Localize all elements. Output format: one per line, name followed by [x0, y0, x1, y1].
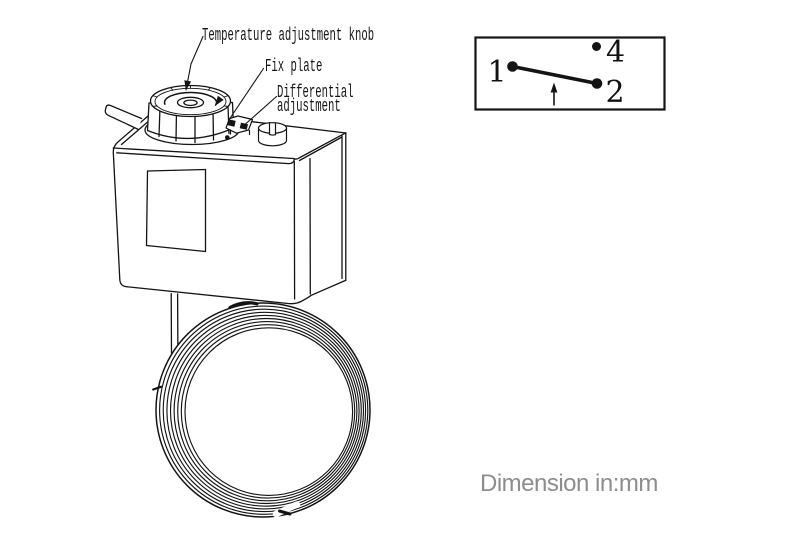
- differential-adjustment-label: Differential adjustment: [276, 83, 353, 117]
- actuation-arrow-head: [550, 82, 558, 93]
- contact-bridge: [512, 64, 598, 86]
- fix-plate-part: [225, 115, 254, 136]
- dimension-note: Dimension in:mm: [480, 470, 658, 497]
- leader-fix-plate: [228, 67, 265, 120]
- temperature-knob-label: Temperature adjustment knob: [202, 25, 375, 46]
- leader-differential: [244, 95, 278, 125]
- capillary-tube: [170, 292, 179, 354]
- contact-diagram-frame: [474, 36, 666, 111]
- capillary-coil: [152, 301, 371, 518]
- terminal-4-dot: [592, 42, 601, 51]
- contact-diagram: [474, 36, 666, 111]
- leader-temperature-knob: [184, 35, 204, 91]
- coil-inlet: [228, 301, 259, 310]
- differential-label-line2: adjustment: [276, 97, 341, 117]
- mounting-ear: [104, 104, 143, 131]
- knob-cap: [149, 84, 232, 118]
- coil-end-stub: [278, 509, 292, 516]
- adjustment-knob: [144, 84, 240, 146]
- terminal-2-label: 2: [605, 74, 625, 110]
- front-label-window: [145, 168, 207, 253]
- leader-lines: [184, 35, 278, 125]
- rotation-arrow: [163, 91, 224, 106]
- differential-label-line1: Differential: [276, 83, 353, 103]
- terminal-4-label: 4: [606, 34, 626, 70]
- coil-outer-end: [152, 385, 163, 391]
- differential-screw-part: [257, 122, 288, 147]
- terminal-1-label: 1: [487, 54, 507, 90]
- fix-plate-label: Fix plate: [264, 56, 322, 77]
- base-screw: [225, 135, 230, 140]
